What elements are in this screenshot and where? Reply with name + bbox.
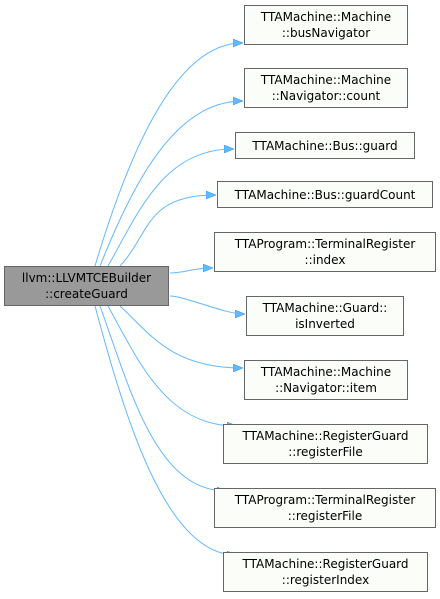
call-edge-1 (99, 101, 242, 267)
call-edge-5 (169, 295, 244, 314)
node-registerguard-registerindex[interactable]: TTAMachine::RegisterGuard ::registerInde… (223, 552, 428, 592)
node-label-line: ::Navigator::item (275, 381, 377, 395)
node-bus-guardcount[interactable]: TTAMachine::Bus::guardCount (217, 181, 433, 208)
call-edge-9 (94, 305, 236, 555)
node-guard-isinverted[interactable]: TTAMachine::Guard:: isInverted (246, 296, 404, 336)
node-machine-busnavigator[interactable]: TTAMachine::Machine ::busNavigator (244, 5, 408, 45)
node-label-line: ::registerFile (287, 509, 363, 523)
node-registerguard-registerfile[interactable]: TTAMachine::RegisterGuard ::registerFile (223, 424, 428, 464)
node-label-line: TTAMachine::RegisterGuard (242, 557, 409, 571)
node-label-line: TTAMachine::Bus::guardCount (234, 187, 416, 202)
node-label-line: ::Navigator::count (271, 89, 381, 103)
node-terminalregister-registerfile[interactable]: TTAProgram::TerminalRegister ::registerF… (214, 488, 436, 528)
node-label-line: TTAMachine::RegisterGuard (242, 429, 409, 443)
call-edge-6 (119, 305, 242, 368)
node-label-line: ::registerIndex (281, 573, 370, 587)
node-label-line: TTAProgram::TerminalRegister (234, 237, 416, 251)
node-machine-navigator-count[interactable]: TTAMachine::Machine ::Navigator::count (244, 68, 408, 108)
node-label-line: isInverted (295, 317, 355, 331)
node-terminalregister-index[interactable]: TTAProgram::TerminalRegister ::index (214, 232, 436, 272)
call-edge-4 (169, 268, 212, 274)
node-label-line: TTAProgram::TerminalRegister (234, 493, 416, 507)
node-label-line: TTAMachine::Machine (260, 365, 392, 379)
node-label-line: TTAMachine::Bus::guard (252, 138, 398, 153)
node-label-line: ::createGuard (45, 287, 128, 301)
node-label-line: llvm::LLVMTCEBuilder (21, 271, 152, 285)
call-edge-2 (107, 149, 233, 267)
node-bus-guard[interactable]: TTAMachine::Bus::guard (235, 132, 415, 159)
call-edge-7 (107, 305, 236, 426)
node-label-line: TTAMachine::Guard:: (262, 301, 388, 315)
node-machine-navigator-item[interactable]: TTAMachine::Machine ::Navigator::item (244, 360, 408, 400)
call-edge-3 (119, 195, 215, 267)
node-label-line: ::registerFile (288, 445, 363, 459)
node-llvm-tcebuilder-createguard[interactable]: llvm::LLVMTCEBuilder ::createGuard (4, 266, 169, 306)
node-label-line: TTAMachine::Machine (260, 10, 392, 24)
call-edge-8 (99, 305, 226, 491)
node-label-line: ::busNavigator (281, 26, 371, 40)
node-label-line: ::index (304, 253, 346, 267)
node-label-line: TTAMachine::Machine (260, 73, 392, 87)
call-edge-0 (94, 43, 242, 267)
